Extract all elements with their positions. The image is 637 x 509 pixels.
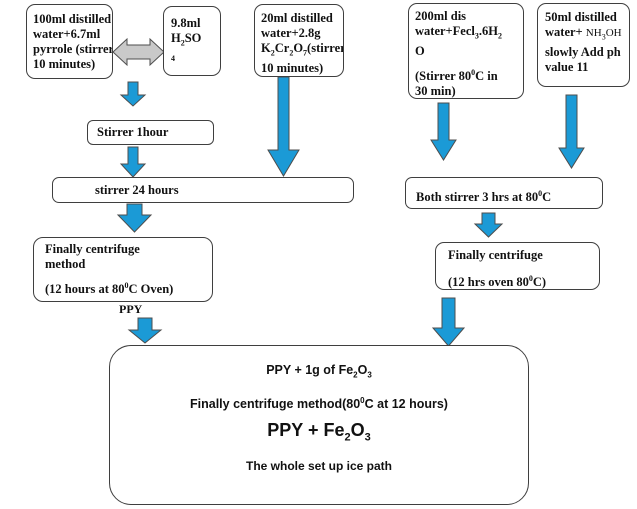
text-line: PPY + 1g of Fe2O3 bbox=[266, 363, 372, 380]
stirrer-1hour-box: Stirrer 1hour bbox=[87, 120, 214, 145]
text-line: value 11 bbox=[545, 59, 589, 74]
down-arrow bbox=[119, 146, 147, 178]
text-line: The whole set up ice path bbox=[245, 459, 393, 474]
nh3oh-box: 50ml distilled water+ NH3OH slowly Add p… bbox=[537, 3, 630, 87]
down-arrow bbox=[119, 81, 147, 107]
text-line: water+ NH3OH bbox=[545, 25, 622, 42]
ppy-label: PPY bbox=[119, 302, 143, 316]
both-stirrer-box: Both stirrer 3 hrs at 800C bbox=[405, 177, 603, 209]
text-line: 10 minutes) bbox=[33, 57, 96, 71]
text-line: 20ml distilled bbox=[261, 11, 333, 25]
text-line: 4 bbox=[171, 53, 175, 63]
text-line: (Stirrer 800C in bbox=[415, 67, 498, 83]
text-line: 200ml dis bbox=[415, 9, 467, 23]
down-arrow bbox=[127, 317, 163, 344]
text-line: pyrrole (stirrer bbox=[33, 42, 113, 56]
centrifuge-left-box: Finally centrifuge method (12 hours at 8… bbox=[33, 237, 213, 302]
text-line: water+6.7ml bbox=[33, 27, 101, 41]
down-arrow bbox=[267, 76, 300, 177]
final-product-box: PPY + 1g of Fe2O3 Finally centrifuge met… bbox=[109, 345, 529, 505]
fecl3-box: 200ml dis water+Fecl3.6H2 O (Stirrer 800… bbox=[408, 3, 524, 99]
text-line: Finally centrifuge bbox=[45, 242, 140, 256]
down-arrow bbox=[116, 203, 153, 233]
text-line: H2SO bbox=[171, 31, 202, 48]
text-line: K2Cr2O7(stirrer bbox=[261, 41, 344, 58]
text-line: method bbox=[45, 257, 86, 271]
h2so4-box: 9.8ml H2SO 4 bbox=[163, 6, 221, 76]
text-line: (12 hours at 800C Oven) bbox=[45, 281, 174, 297]
text-line: O bbox=[415, 43, 425, 58]
down-arrow bbox=[558, 94, 585, 169]
text-line: Both stirrer 3 hrs at 800C bbox=[416, 189, 552, 205]
text-line: Stirrer 1hour bbox=[97, 125, 169, 139]
down-arrow bbox=[430, 102, 457, 161]
pyrrole-box: 100ml distilled water+6.7ml pyrrole (sti… bbox=[26, 4, 113, 79]
stirrer-24hours-box: stirrer 24 hours bbox=[52, 177, 354, 203]
text-line: Finally centrifuge bbox=[448, 248, 543, 262]
text-line: 9.8ml bbox=[171, 16, 201, 30]
text-line: stirrer 24 hours bbox=[95, 183, 179, 197]
text-line: 10 minutes) bbox=[261, 60, 324, 75]
text-line: water+2.8g bbox=[261, 26, 321, 40]
double-arrow bbox=[112, 37, 165, 67]
dichromate-box: 20ml distilled water+2.8g K2Cr2O7(stirre… bbox=[254, 4, 344, 77]
text-line: 100ml distilled bbox=[33, 12, 112, 26]
down-arrow bbox=[473, 212, 504, 238]
down-arrow bbox=[431, 297, 466, 347]
text-line: Finally centrifuge method(800C at 12 hou… bbox=[190, 395, 448, 411]
text-line: PPY + Fe2O3 bbox=[267, 419, 371, 444]
text-line: slowly Add ph bbox=[545, 44, 621, 59]
text-line: water+Fecl3.6H2 bbox=[415, 24, 502, 41]
text-line: (12 hrs oven 800C) bbox=[448, 274, 547, 290]
text-line: 30 min) bbox=[415, 83, 456, 98]
text-line: 50ml distilled bbox=[545, 10, 617, 24]
centrifuge-right-box: Finally centrifuge (12 hrs oven 800C) bbox=[435, 242, 600, 290]
